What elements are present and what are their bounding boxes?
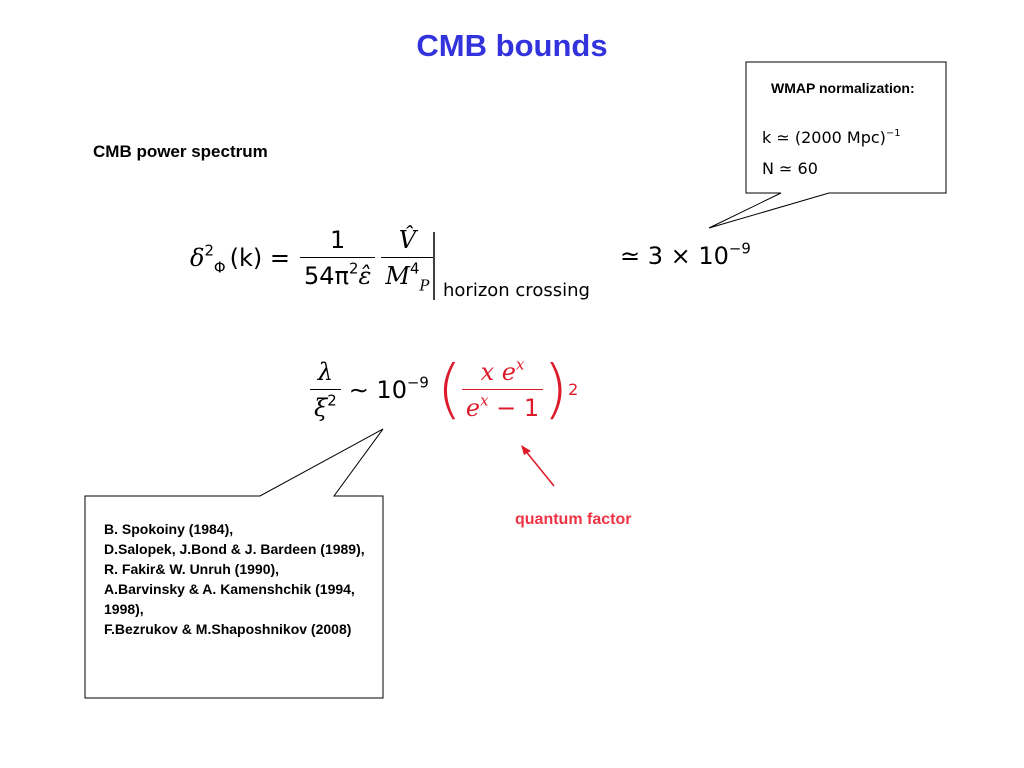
eq2-lambda-fraction: λ ξ2 [310,358,341,422]
eq2-middle: ∼ 10−9 [348,373,429,404]
wmap-heading: WMAP normalization: [771,80,915,96]
coupling-equation: λ ξ2 ∼ 10−9 ( x ex ex − 1 ) 2 [310,353,579,427]
reference-item: B. Spokoiny (1984), [104,521,234,537]
references-callout-box [84,428,384,699]
wmap-n-line: N ≃ 60 [762,159,818,178]
eq1-rhs: ≃ 3 × 10−9 [620,239,751,270]
eq1-fraction-1: 1 54π2ε̂ [300,226,376,290]
wmap-k-exponent: −1 [885,128,901,140]
quantum-factor-expression: ( x ex ex − 1 ) 2 [436,353,579,427]
references-list: B. Spokoiny (1984), D.Salopek, J.Bond & … [104,519,379,639]
quantum-arrow [523,448,555,487]
reference-item: A.Barvinsky & A. Kamenshchik (1994, 1998… [104,581,355,617]
quantum-arrowhead [521,445,531,455]
slide-title: CMB bounds [416,28,608,63]
wmap-k-text: k ≃ (2000 Mpc) [762,128,886,147]
wmap-k-line: k ≃ (2000 Mpc)−1 [762,128,901,147]
reference-item: D.Salopek, J.Bond & J. Bardeen (1989), [104,541,365,557]
eq1-fraction-2: V̂ M4P [381,226,434,293]
eq1-evaluation-subscript: horizon crossing [443,280,590,301]
power-spectrum-equation: δ2Φ(k) = 1 54π2ε̂ V̂ M4P [190,226,434,293]
reference-item: R. Fakir& W. Unruh (1990), [104,561,280,577]
eq1-lhs: δ2Φ(k) = [190,241,291,277]
wmap-callout-box [708,61,947,229]
quantum-factor-label: quantum factor [515,511,632,528]
section-heading: CMB power spectrum [93,142,268,161]
quantum-factor-fraction: x ex ex − 1 [461,357,544,422]
reference-item: F.Bezrukov & M.Shaposhnikov (2008) [104,621,352,637]
